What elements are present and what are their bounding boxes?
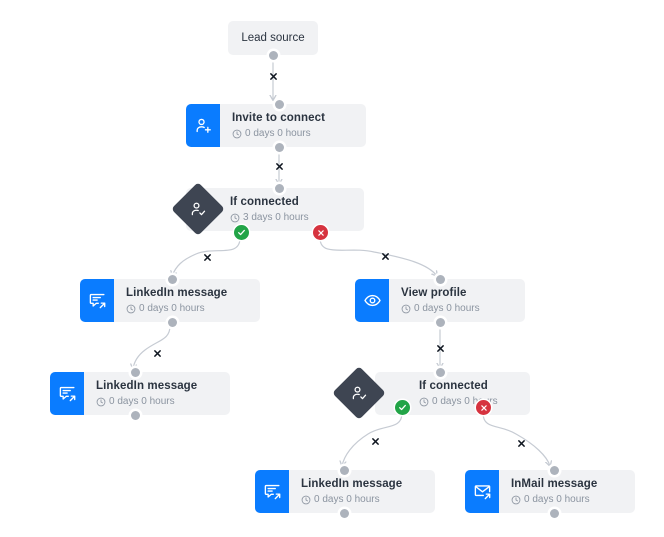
node-title: InMail message xyxy=(511,478,598,490)
clock-icon xyxy=(511,495,521,504)
node-body: InMail message 0 days 0 hours xyxy=(499,470,635,513)
delete-edge-icon xyxy=(269,72,277,80)
delete-edge-icon xyxy=(275,162,283,170)
node-body: View profile 0 days 0 hours xyxy=(389,279,525,322)
node-body: If connected 0 days 0 hours xyxy=(375,372,530,415)
node-if-connected-1[interactable]: If connected 3 days 0 hours xyxy=(186,188,364,231)
node-delay: 3 days 0 hours xyxy=(230,211,352,224)
node-delay: 0 days 0 hours xyxy=(301,493,423,506)
delete-edge-icon xyxy=(203,253,211,261)
edge-delete-lead-invite[interactable] xyxy=(267,70,279,82)
node-lead-source[interactable]: Lead source xyxy=(228,21,318,55)
port-in-linkedin-message-3[interactable] xyxy=(339,465,349,475)
node-linkedin-message-3[interactable]: LinkedIn message 0 days 0 hours xyxy=(255,470,435,513)
port-in-if-connected-2[interactable] xyxy=(435,367,445,377)
check-icon xyxy=(238,229,245,236)
port-in-linkedin-message-1[interactable] xyxy=(167,274,177,284)
port-out-linkedin-message-3[interactable] xyxy=(339,508,349,518)
node-title: If connected xyxy=(230,196,299,208)
delete-edge-icon xyxy=(517,439,525,447)
node-body: LinkedIn message 0 days 0 hours xyxy=(289,470,435,513)
check-icon xyxy=(399,404,406,411)
node-title: LinkedIn message xyxy=(301,478,403,490)
node-title: LinkedIn message xyxy=(126,287,228,299)
clock-icon xyxy=(96,397,106,406)
node-delay: 0 days 0 hours xyxy=(401,302,513,315)
node-delay-text: 0 days 0 hours xyxy=(314,494,380,505)
port-in-inmail-message[interactable] xyxy=(549,465,559,475)
edge-delete-ifconnected2-no[interactable] xyxy=(515,437,527,449)
branch-badge-no-2[interactable] xyxy=(476,400,491,415)
port-out-linkedin-message-2[interactable] xyxy=(130,410,140,420)
port-in-view-profile[interactable] xyxy=(435,274,445,284)
delete-edge-icon xyxy=(436,344,444,352)
node-linkedin-message-1[interactable]: LinkedIn message 0 days 0 hours xyxy=(80,279,260,322)
clock-icon xyxy=(419,397,429,406)
node-title: View profile xyxy=(401,287,467,299)
node-title: Invite to connect xyxy=(232,112,326,124)
port-out-linkedin-message-1[interactable] xyxy=(167,317,177,327)
clock-icon xyxy=(401,304,411,313)
node-delay: 0 days 0 hours xyxy=(126,302,248,315)
node-title: Lead source xyxy=(241,32,305,44)
eye-icon xyxy=(355,279,389,322)
delete-edge-icon xyxy=(381,252,389,260)
linkedin-message-icon xyxy=(80,279,114,322)
clock-icon xyxy=(126,304,136,313)
node-delay: 0 days 0 hours xyxy=(96,395,218,408)
node-body: LinkedIn message 0 days 0 hours xyxy=(84,372,230,415)
node-delay: 0 days 0 hours xyxy=(419,395,518,408)
node-body: If connected 3 days 0 hours xyxy=(186,188,364,231)
node-delay-text: 0 days 0 hours xyxy=(109,396,175,407)
delete-edge-icon xyxy=(153,349,161,357)
linkedin-message-icon xyxy=(50,372,84,415)
port-out-invite-to-connect[interactable] xyxy=(274,142,284,152)
node-title: If connected xyxy=(419,380,488,392)
clock-icon xyxy=(230,213,240,222)
port-in-invite-to-connect[interactable] xyxy=(274,99,284,109)
port-in-linkedin-message-2[interactable] xyxy=(130,367,140,377)
port-in-if-connected-1[interactable] xyxy=(274,183,284,193)
edge-delete-viewprofile-ifconnected2[interactable] xyxy=(434,342,446,354)
node-inmail-message[interactable]: InMail message 0 days 0 hours xyxy=(465,470,635,513)
node-delay: 0 days 0 hours xyxy=(511,493,623,506)
edge-delete-ifconnected-yes[interactable] xyxy=(201,251,213,263)
node-body: LinkedIn message 0 days 0 hours xyxy=(114,279,260,322)
node-delay-text: 0 days 0 hours xyxy=(524,494,590,505)
port-out-view-profile[interactable] xyxy=(435,317,445,327)
node-invite-to-connect[interactable]: Invite to connect 0 days 0 hours xyxy=(186,104,366,147)
edge-delete-invite-ifconnected[interactable] xyxy=(273,160,285,172)
edge-delete-ifconnected-no[interactable] xyxy=(379,250,391,262)
node-body: Invite to connect 0 days 0 hours xyxy=(220,104,366,147)
branch-badge-no-1[interactable] xyxy=(313,225,328,240)
delete-edge-icon xyxy=(371,437,379,445)
node-delay-text: 0 days 0 hours xyxy=(414,303,480,314)
node-title: LinkedIn message xyxy=(96,380,198,392)
node-delay: 0 days 0 hours xyxy=(232,127,354,140)
node-delay-text: 0 days 0 hours xyxy=(432,396,498,407)
edge-delete-msg1-msg2[interactable] xyxy=(151,347,163,359)
close-icon xyxy=(480,404,487,411)
inmail-icon xyxy=(465,470,499,513)
branch-badge-yes-1[interactable] xyxy=(234,225,249,240)
port-out-inmail-message[interactable] xyxy=(549,508,559,518)
person-add-icon xyxy=(186,104,220,147)
close-icon xyxy=(317,229,324,236)
branch-badge-yes-2[interactable] xyxy=(395,400,410,415)
clock-icon xyxy=(232,129,242,138)
node-delay-text: 3 days 0 hours xyxy=(243,212,309,223)
node-delay-text: 0 days 0 hours xyxy=(139,303,205,314)
edge-delete-ifconnected2-yes[interactable] xyxy=(369,435,381,447)
linkedin-message-icon xyxy=(255,470,289,513)
port-out-lead-source[interactable] xyxy=(268,50,278,60)
node-view-profile[interactable]: View profile 0 days 0 hours xyxy=(355,279,525,322)
node-linkedin-message-2[interactable]: LinkedIn message 0 days 0 hours xyxy=(50,372,230,415)
clock-icon xyxy=(301,495,311,504)
node-delay-text: 0 days 0 hours xyxy=(245,128,311,139)
